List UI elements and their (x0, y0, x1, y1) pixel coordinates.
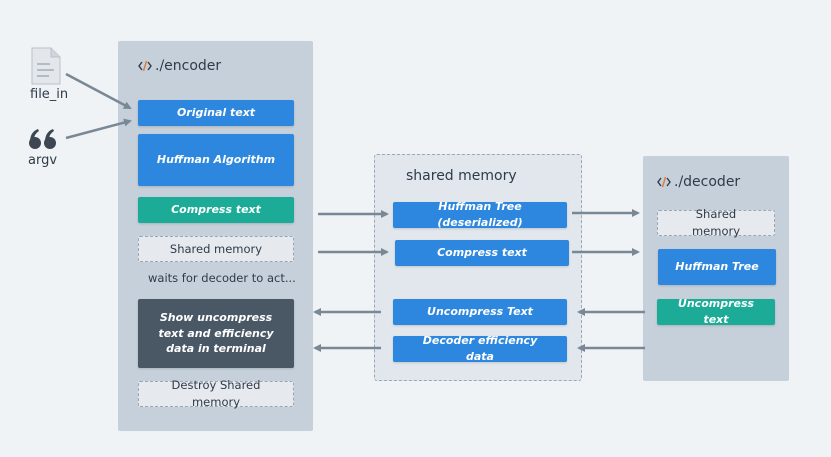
encoder-title: ./encoder (138, 58, 221, 74)
decoder-uncompress-text: Uncompress text (657, 297, 775, 326)
encoder-destroy-shared: Destroy Shared memory (138, 378, 294, 409)
arrow-file-to-encoder (65, 72, 132, 110)
encoder-original-text: Original text (138, 100, 294, 126)
shared-huffman-tree: Huffman Tree (deserialized) (393, 200, 567, 229)
encoder-huffman-algorithm: Huffman Algorithm (138, 134, 294, 186)
decoder-title-text: ./decoder (674, 174, 741, 190)
argv-label: argv (28, 153, 58, 168)
encoder-waits-text: waits for decoder to act... (148, 271, 296, 285)
arrow-argv-to-encoder (65, 118, 132, 140)
code-icon (657, 176, 671, 188)
encoder-shared-memory: Shared memory (138, 236, 294, 262)
encoder-show-uncompress: Show uncompress text and efficiency data… (138, 299, 294, 368)
quote-icon (28, 128, 58, 152)
shared-efficiency-data: Decoder efficiency data (393, 334, 567, 363)
decoder-huffman-tree: Huffman Tree (658, 249, 776, 285)
decoder-title: ./decoder (657, 174, 740, 190)
file-icon (31, 47, 61, 85)
shared-uncompress-text: Uncompress Text (393, 299, 567, 325)
decoder-shared-memory: Shared memory (657, 207, 775, 238)
shared-compress-text: Compress text (395, 240, 569, 266)
file-in-label: file_in (30, 87, 69, 102)
shared-memory-title: shared memory (406, 168, 517, 184)
encoder-title-text: ./encoder (155, 58, 222, 74)
encoder-compress-text: Compress text (138, 197, 294, 223)
code-icon (138, 60, 152, 72)
